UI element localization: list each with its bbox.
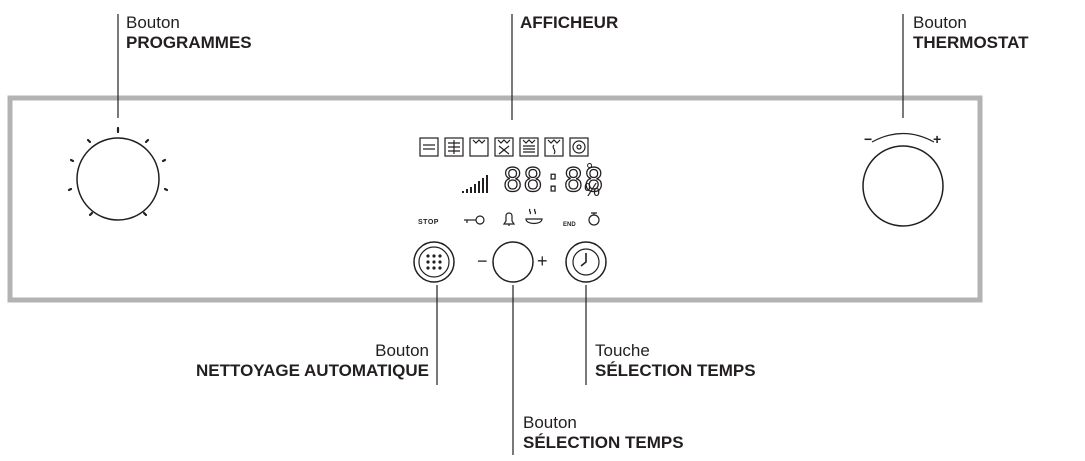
mode-icon-5: [519, 137, 539, 157]
time-knob-minus: −: [477, 251, 488, 271]
label-thermostat-line2: THERMOSTAT: [913, 33, 1029, 52]
thermostat-knob[interactable]: [862, 145, 944, 227]
display-digits: 88:88: [502, 161, 605, 199]
time-knob-plus: +: [537, 251, 548, 271]
grid-dots-icon: [426, 254, 442, 270]
label-programmes-line1: Bouton: [126, 13, 180, 32]
heating-mode-icons: [419, 137, 589, 157]
display-degree: °: [586, 160, 594, 180]
display-percent: %: [584, 180, 601, 200]
label-afficheur: AFFICHEUR: [520, 13, 618, 33]
label-thermostat-line1: Bouton: [913, 13, 967, 32]
label-afficheur-line1: AFFICHEUR: [520, 13, 619, 32]
label-programmes: Bouton PROGRAMMES: [126, 13, 252, 53]
label-touche-temps: Touche SÉLECTION TEMPS: [595, 341, 756, 381]
time-selection-knob[interactable]: [492, 241, 534, 283]
mode-icon-6: [544, 137, 564, 157]
mode-icon-2: [444, 137, 464, 157]
label-bouton-temps-line1: Bouton: [523, 413, 577, 432]
label-touche-temps-line2: SÉLECTION TEMPS: [595, 361, 756, 380]
programmes-knob-ticks: [67, 126, 169, 217]
mode-icon-3: [469, 137, 489, 157]
label-bouton-temps: Bouton SÉLECTION TEMPS: [523, 413, 684, 453]
display-screen: [419, 137, 600, 226]
label-programmes-line2: PROGRAMMES: [126, 33, 252, 52]
time-selection-touch[interactable]: [565, 241, 607, 283]
thermostat-minus: −: [864, 131, 873, 147]
label-touche-temps-line1: Touche: [595, 341, 650, 360]
clock-icon: [580, 253, 587, 267]
display-stop: STOP: [418, 219, 439, 226]
mode-icon-4: [494, 137, 514, 157]
bell-icon: [502, 212, 516, 226]
label-nettoyage-line1: Bouton: [375, 341, 429, 360]
auto-clean-button[interactable]: [413, 241, 455, 283]
thermostat-plus: +: [933, 131, 942, 147]
timer-icon-dial: [588, 214, 600, 226]
label-bouton-temps-line2: SÉLECTION TEMPS: [523, 433, 684, 452]
mode-icon-1: [419, 137, 439, 157]
power-level-bars: [462, 175, 488, 193]
dish-icon: [525, 208, 543, 225]
display-end: END: [563, 222, 576, 228]
label-nettoyage-line2: NETTOYAGE AUTOMATIQUE: [196, 361, 429, 380]
programmes-knob[interactable]: [76, 137, 160, 221]
leader-lines: [117, 14, 904, 455]
control-panel-frame: [7, 95, 983, 303]
label-nettoyage: Bouton NETTOYAGE AUTOMATIQUE: [196, 341, 429, 381]
fan-icon: [569, 137, 589, 157]
key-lock-icon: [464, 215, 485, 225]
thermostat-arc: [871, 133, 935, 143]
label-thermostat: Bouton THERMOSTAT: [913, 13, 1029, 53]
